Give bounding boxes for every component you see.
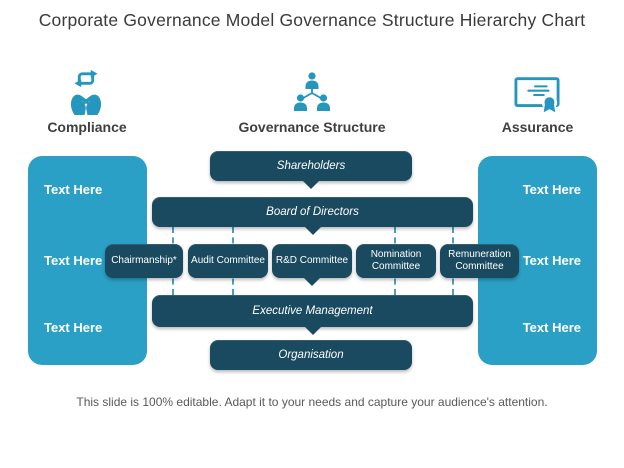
footer-note: This slide is 100% editable. Adapt it to… [76, 395, 548, 409]
node-label: Chairmanship* [111, 255, 177, 267]
section-label-compliance: Compliance [47, 119, 127, 135]
panel-text-placeholder: Text Here [44, 253, 103, 268]
node-chairmanship: Chairmanship* [105, 244, 183, 278]
panel-text-placeholder: Text Here [522, 320, 581, 335]
node-nomination-committee: Nomination Committee [356, 244, 436, 278]
hands-sync-icon [70, 69, 102, 115]
node-audit-committee: Audit Committee [188, 244, 268, 278]
panel-text-placeholder: Text Here [522, 182, 581, 197]
node-label: Remuneration Committee [448, 249, 511, 272]
org-chart-icon [294, 72, 330, 111]
node-label: Nomination Committee [370, 249, 422, 272]
node-label: Board of Directors [266, 206, 359, 218]
section-label-assurance: Assurance [501, 119, 574, 135]
node-board-of-directors: Board of Directors [152, 197, 473, 227]
node-label: Executive Management [252, 305, 373, 317]
section-label-governance: Governance Structure [238, 119, 386, 135]
node-shareholders: Shareholders [210, 151, 412, 181]
page-title: Corporate Governance Model Governance St… [38, 10, 586, 30]
node-label: Organisation [278, 349, 344, 361]
node-remuneration-committee: Remuneration Committee [440, 244, 519, 278]
node-label: R&D Committee [275, 255, 349, 267]
node-label: Audit Committee [191, 255, 265, 267]
node-executive-management: Executive Management [152, 295, 473, 327]
node-rd-committee: R&D Committee [272, 244, 352, 278]
panel-text-placeholder: Text Here [44, 320, 103, 335]
node-label: Shareholders [276, 160, 346, 172]
certificate-icon [514, 77, 560, 113]
compliance-panel: Text Here Text Here Text Here [28, 156, 147, 365]
panel-text-placeholder: Text Here [522, 253, 581, 268]
node-organisation: Organisation [210, 340, 412, 370]
panel-text-placeholder: Text Here [44, 182, 103, 197]
